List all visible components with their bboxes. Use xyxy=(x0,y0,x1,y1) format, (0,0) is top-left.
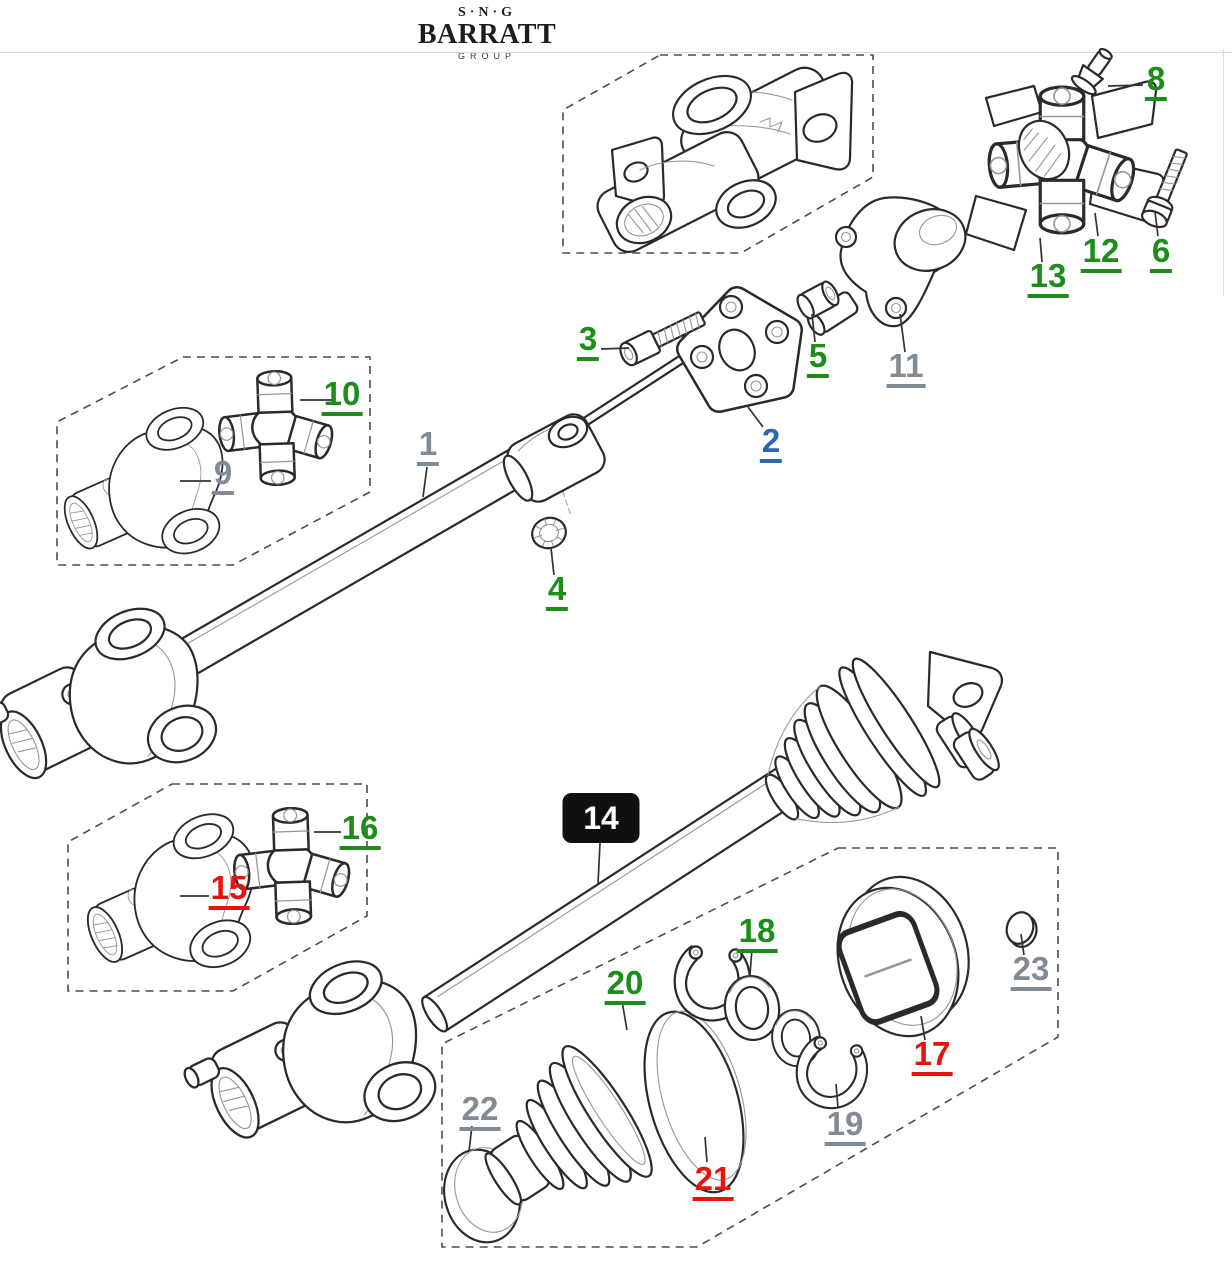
part-8-bolt-drawing xyxy=(1070,47,1113,96)
part-link-9[interactable]: 9 xyxy=(211,456,235,495)
cv-joint-kit-box xyxy=(441,847,1059,1248)
part-link-3[interactable]: 3 xyxy=(576,322,600,361)
sng-barratt-logo: S·N·G BARRATT GROUP xyxy=(418,6,556,61)
leader-line-6 xyxy=(1154,211,1159,237)
leader-lines xyxy=(180,84,1159,1163)
leader-line-2 xyxy=(747,406,764,428)
dashed-group-boxes xyxy=(56,54,1059,1248)
leader-line-19 xyxy=(835,1083,839,1109)
leader-line-20 xyxy=(621,1000,628,1031)
leader-line-5 xyxy=(811,313,816,343)
part-link-12[interactable]: 12 xyxy=(1080,234,1122,273)
part-link-13[interactable]: 13 xyxy=(1027,259,1069,298)
rear-coupling-parts-drawing xyxy=(964,47,1188,250)
part-20-boot-drawing xyxy=(515,1045,653,1191)
upper-coupling-drawing xyxy=(596,66,854,253)
logo-top-text: S·N·G xyxy=(457,5,517,20)
part-link-2[interactable]: 2 xyxy=(759,424,783,463)
logo-name-text: BARRATT xyxy=(417,19,557,50)
leader-line-23 xyxy=(1020,933,1025,956)
part-link-5[interactable]: 5 xyxy=(806,339,830,378)
part-14-driveshaft-drawing xyxy=(179,650,1003,1153)
part-6-bolt-drawing xyxy=(1140,148,1188,229)
part-link-23[interactable]: 23 xyxy=(1010,952,1052,991)
leader-line-3 xyxy=(600,347,630,350)
part-link-19[interactable]: 19 xyxy=(824,1107,866,1146)
part-ref-badge-14: 14 xyxy=(562,793,640,843)
leader-line-18 xyxy=(749,948,753,975)
part-link-18[interactable]: 18 xyxy=(736,914,778,953)
upper-coupling-box xyxy=(562,54,874,254)
part-link-17[interactable]: 17 xyxy=(911,1037,953,1076)
part-link-1[interactable]: 1 xyxy=(416,427,440,466)
part-11-flange-drawing xyxy=(806,196,967,336)
leader-line-14 xyxy=(597,842,601,885)
part-link-16[interactable]: 16 xyxy=(339,811,381,850)
part-link-20[interactable]: 20 xyxy=(604,966,646,1005)
front-joint-kit-box xyxy=(56,356,371,566)
part-1-propshaft-drawing xyxy=(0,350,693,793)
splined-bore xyxy=(1017,119,1071,181)
logo-sub-text: GROUP xyxy=(457,51,516,61)
header-divider xyxy=(0,52,1232,53)
part-link-10[interactable]: 10 xyxy=(321,377,363,416)
part-link-21[interactable]: 21 xyxy=(692,1162,734,1201)
part-4-washer-drawing xyxy=(531,516,567,550)
leader-line-12 xyxy=(1094,212,1099,237)
part-link-8[interactable]: 8 xyxy=(1144,62,1168,101)
part-link-4[interactable]: 4 xyxy=(545,572,569,611)
part-17-housing-drawing xyxy=(836,875,970,1038)
part-21-clamp-drawing xyxy=(643,1010,747,1194)
leader-line-8 xyxy=(1107,84,1144,87)
part-link-6[interactable]: 6 xyxy=(1149,234,1173,273)
part-5-bushing-drawing xyxy=(796,280,840,320)
part-link-15[interactable]: 15 xyxy=(208,871,250,910)
part-2-flange-drawing xyxy=(676,286,803,413)
leader-line-11 xyxy=(899,313,906,353)
rear-joint-kit-box xyxy=(67,783,368,992)
part-link-11[interactable]: 11 xyxy=(886,349,926,388)
leader-line-13 xyxy=(1039,237,1043,263)
leader-line-21 xyxy=(704,1136,708,1163)
leader-line-1 xyxy=(422,466,428,498)
leader-line-17 xyxy=(920,1015,926,1041)
cv-joint-kit-drawing xyxy=(432,875,1038,1253)
leader-line-4 xyxy=(550,547,555,576)
part-23-plug-drawing xyxy=(1005,911,1038,948)
part-link-22[interactable]: 22 xyxy=(459,1092,501,1131)
